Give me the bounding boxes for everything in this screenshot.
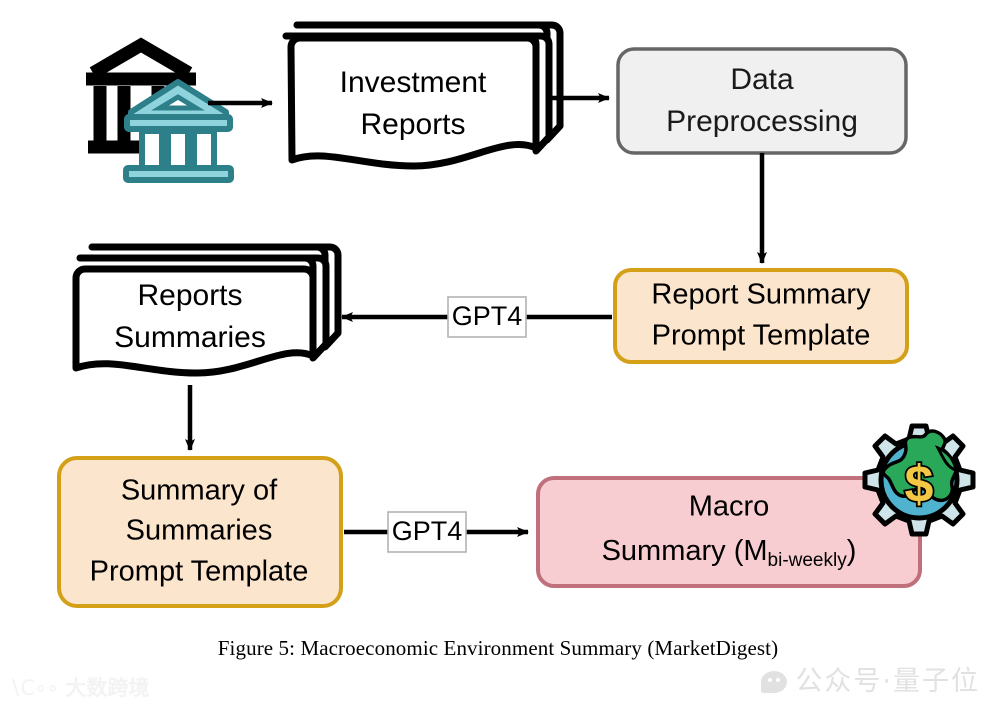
node-macro-summary[interactable]: Macro Summary (Mbi-weekly) bbox=[536, 476, 922, 588]
watermark-right-text: 公众号·量子位 bbox=[795, 666, 980, 697]
edge-label-gpt4-upper: GPT4 bbox=[447, 296, 527, 338]
watermark-right: 公众号·量子位 bbox=[761, 668, 980, 695]
node-investment-reports-line2: Reports bbox=[360, 108, 465, 141]
node-summary-of-summaries-prompt-template[interactable]: Summary of Summaries Prompt Template bbox=[57, 456, 343, 608]
edge-label-gpt4-lower-text: GPT4 bbox=[392, 516, 463, 546]
node-investment-reports-line1: Investment bbox=[340, 66, 487, 99]
node-reports-summaries-line2: Summaries bbox=[114, 321, 266, 354]
figure-caption: Figure 5: Macroeconomic Environment Summ… bbox=[217, 636, 779, 660]
wechat-bubble-icon bbox=[761, 670, 788, 693]
node-investment-reports[interactable]: Investment Reports bbox=[282, 21, 564, 170]
node-macro-summary-line2: Summary (Mbi-weekly) bbox=[602, 535, 857, 571]
svg-text:$: $ bbox=[905, 456, 934, 514]
bank-institution-icon bbox=[86, 37, 234, 183]
node-sos-prompt-line1: Summary of bbox=[121, 475, 278, 507]
node-report-summary-prompt-line1: Report Summary bbox=[651, 279, 871, 311]
node-sos-prompt-line3: Prompt Template bbox=[90, 556, 309, 588]
edge-label-gpt4-lower: GPT4 bbox=[387, 511, 467, 553]
node-macro-summary-subscript: bi-weekly bbox=[768, 550, 848, 571]
watermark-left: ∖C∘∘ 大数跨境 bbox=[8, 678, 149, 699]
node-reports-summaries-line1: Reports bbox=[137, 279, 242, 312]
node-report-summary-prompt-template[interactable]: Report Summary Prompt Template bbox=[613, 268, 909, 364]
watermark-left-glyph: ∖C∘∘ bbox=[8, 676, 59, 700]
node-sos-prompt-line2: Summaries bbox=[126, 515, 273, 547]
watermark-left-text: 大数跨境 bbox=[65, 676, 150, 700]
node-data-preprocessing-line2: Preprocessing bbox=[666, 105, 858, 138]
node-macro-summary-line1: Macro bbox=[689, 491, 770, 523]
node-report-summary-prompt-line2: Prompt Template bbox=[652, 320, 871, 352]
node-macro-summary-main: Summary (M bbox=[602, 535, 768, 567]
node-data-preprocessing[interactable]: Data Preprocessing bbox=[616, 47, 908, 155]
node-data-preprocessing-line1: Data bbox=[730, 63, 794, 96]
globe-gear-dollar-icon: $ bbox=[862, 423, 976, 537]
node-macro-summary-end: ) bbox=[847, 535, 857, 567]
edge-label-gpt4-upper-text: GPT4 bbox=[452, 301, 523, 331]
node-reports-summaries[interactable]: Reports Summaries bbox=[72, 243, 342, 377]
